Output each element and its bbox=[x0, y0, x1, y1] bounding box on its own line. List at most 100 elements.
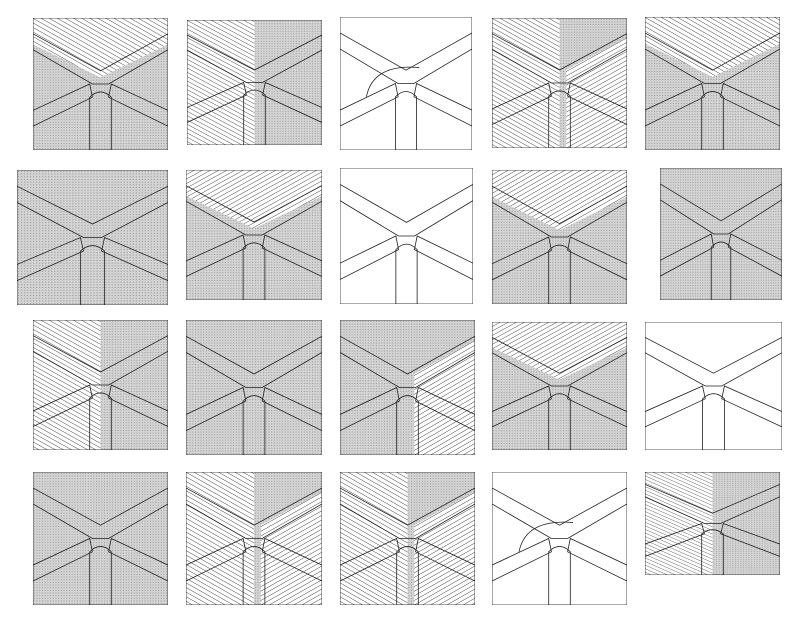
beam bbox=[33, 385, 92, 427]
joint-drawing bbox=[492, 322, 627, 450]
joint-panel-19 bbox=[492, 472, 627, 605]
post bbox=[702, 530, 724, 575]
post bbox=[243, 396, 265, 455]
joint-panel-8 bbox=[340, 168, 473, 304]
joint-panel-5 bbox=[645, 17, 780, 150]
post bbox=[703, 394, 725, 450]
joint-drawing bbox=[33, 320, 168, 450]
beam bbox=[660, 234, 714, 276]
joint-drawing bbox=[33, 18, 168, 150]
beam bbox=[492, 539, 551, 582]
post bbox=[80, 246, 104, 305]
beam bbox=[262, 388, 322, 431]
joint-panel-13 bbox=[340, 320, 475, 455]
joint-panel-3 bbox=[340, 17, 472, 150]
beam bbox=[722, 386, 782, 427]
beam bbox=[645, 84, 704, 127]
beam bbox=[645, 484, 780, 523]
beam bbox=[568, 83, 627, 125]
hatched-wall bbox=[186, 472, 254, 605]
arched-bracket bbox=[519, 522, 573, 552]
joint-panel-7 bbox=[186, 170, 322, 300]
joint-drawing bbox=[492, 472, 627, 605]
joint-drawing bbox=[33, 472, 168, 605]
beam bbox=[568, 386, 627, 427]
post bbox=[549, 394, 571, 450]
hatched-ceiling bbox=[492, 322, 627, 380]
beam bbox=[17, 186, 168, 237]
joint-panel-20 bbox=[645, 472, 780, 575]
beam bbox=[492, 83, 551, 125]
beam bbox=[263, 83, 322, 123]
post bbox=[395, 91, 416, 150]
post bbox=[549, 546, 571, 605]
beam bbox=[728, 234, 782, 276]
joint-panel-16 bbox=[33, 472, 168, 605]
post bbox=[397, 396, 419, 455]
beam bbox=[340, 539, 399, 582]
joint-drawing bbox=[187, 20, 322, 145]
beam bbox=[186, 186, 322, 235]
beam bbox=[33, 336, 168, 385]
beam bbox=[186, 235, 246, 277]
arched-bracket bbox=[366, 67, 419, 97]
joint-panel-10 bbox=[660, 168, 782, 300]
beam bbox=[33, 539, 92, 582]
beam bbox=[492, 337, 627, 386]
post bbox=[90, 92, 112, 150]
post bbox=[549, 91, 571, 148]
hatched-wall bbox=[260, 491, 322, 605]
joint-panel-17 bbox=[186, 472, 322, 605]
joint-drawing bbox=[186, 472, 322, 605]
beam bbox=[414, 84, 472, 127]
beam bbox=[414, 236, 473, 280]
beam bbox=[492, 34, 627, 83]
beam bbox=[660, 184, 782, 234]
beam bbox=[568, 539, 627, 582]
joint-drawing bbox=[340, 168, 473, 304]
joint-panel-9 bbox=[492, 170, 627, 304]
beam bbox=[340, 184, 473, 236]
hatched-ceiling bbox=[492, 170, 627, 231]
joint-drawing bbox=[645, 472, 780, 575]
beam bbox=[568, 237, 627, 280]
joint-drawing bbox=[186, 320, 322, 455]
joint-drawing bbox=[340, 472, 475, 605]
hatched-ceiling bbox=[645, 17, 780, 77]
joint-drawing bbox=[186, 170, 322, 300]
beam bbox=[186, 488, 322, 539]
beam bbox=[645, 337, 782, 386]
hatched-ceiling bbox=[33, 18, 168, 78]
joint-drawing bbox=[660, 168, 782, 300]
joint-panel-15 bbox=[645, 322, 782, 450]
beam bbox=[340, 336, 475, 387]
beam bbox=[416, 539, 475, 582]
beam bbox=[492, 386, 551, 427]
post bbox=[243, 243, 265, 300]
beam bbox=[33, 488, 168, 539]
post bbox=[711, 242, 731, 300]
joint-panel-6 bbox=[17, 170, 168, 305]
beam bbox=[109, 385, 168, 427]
joint-panel-4 bbox=[492, 18, 627, 148]
beam bbox=[492, 186, 627, 237]
hatched-wall bbox=[645, 472, 713, 575]
hatched-wall bbox=[414, 491, 475, 605]
joint-drawing bbox=[492, 170, 627, 304]
post bbox=[243, 546, 265, 605]
beam bbox=[645, 386, 705, 427]
joint-panel-12 bbox=[186, 320, 322, 455]
beam bbox=[102, 238, 168, 281]
beam bbox=[109, 539, 168, 582]
joint-drawing bbox=[17, 170, 168, 305]
joint-panel-2 bbox=[187, 20, 322, 145]
beam bbox=[492, 488, 627, 539]
hatched-wall bbox=[566, 37, 627, 148]
post bbox=[244, 90, 266, 145]
beam bbox=[645, 524, 704, 557]
beam bbox=[109, 84, 168, 126]
beam bbox=[645, 33, 780, 84]
joint-drawing bbox=[645, 17, 780, 150]
beam bbox=[340, 33, 472, 84]
joint-panel-11 bbox=[33, 320, 168, 450]
